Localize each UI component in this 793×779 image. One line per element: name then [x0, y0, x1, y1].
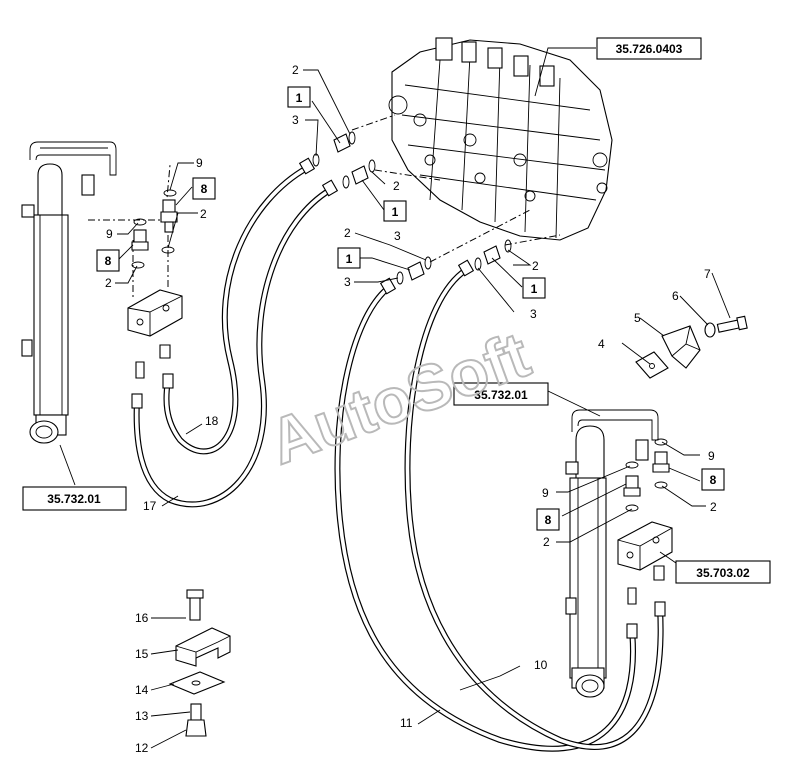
- svg-text:6: 6: [672, 289, 679, 303]
- svg-text:1: 1: [346, 252, 353, 266]
- callout-box-8d: 8: [536, 508, 560, 531]
- svg-text:1: 1: [296, 91, 303, 105]
- svg-text:35.732.01: 35.732.01: [47, 492, 101, 506]
- svg-text:13: 13: [135, 709, 149, 723]
- control-valve: [388, 37, 613, 241]
- svg-text:14: 14: [135, 683, 149, 697]
- callout-numbers: 2 3 2 2 3 3 2 3 9 2 9 2 4 5 6 7 9 2 9 2 …: [105, 63, 717, 755]
- ref-box-cylinder-right[interactable]: 35.732.01: [453, 382, 549, 406]
- svg-text:5: 5: [634, 311, 641, 325]
- callout-box-8b: 8: [96, 249, 120, 272]
- svg-text:2: 2: [543, 535, 550, 549]
- svg-text:8: 8: [105, 254, 112, 268]
- left-cylinder: [21, 141, 117, 444]
- callout-box-8c: 8: [701, 468, 725, 491]
- svg-text:2: 2: [200, 207, 207, 221]
- clamp-parts-lower: [168, 589, 231, 737]
- callout-box-1a: 1: [287, 86, 311, 108]
- right-fittings: [623, 438, 670, 512]
- svg-text:35.703.02: 35.703.02: [696, 566, 750, 580]
- svg-text:4: 4: [598, 337, 605, 351]
- svg-text:9: 9: [542, 486, 549, 500]
- svg-text:1: 1: [392, 205, 399, 219]
- svg-text:17: 17: [143, 499, 157, 513]
- svg-text:3: 3: [394, 229, 401, 243]
- svg-text:2: 2: [393, 179, 400, 193]
- valve-fittings: [312, 131, 512, 285]
- callout-box-1d: 1: [522, 277, 546, 299]
- svg-text:2: 2: [710, 500, 717, 514]
- svg-text:2: 2: [105, 276, 112, 290]
- svg-text:8: 8: [545, 513, 552, 527]
- svg-text:15: 15: [135, 647, 149, 661]
- left-fittings: [127, 189, 183, 379]
- hoses: [131, 157, 666, 752]
- svg-text:9: 9: [196, 156, 203, 170]
- svg-text:3: 3: [530, 307, 537, 321]
- svg-text:16: 16: [135, 611, 149, 625]
- svg-text:12: 12: [135, 741, 149, 755]
- svg-text:2: 2: [532, 259, 539, 273]
- svg-text:11: 11: [400, 716, 413, 730]
- svg-text:35.726.0403: 35.726.0403: [616, 42, 683, 56]
- callout-box-1c: 1: [337, 247, 361, 269]
- svg-text:7: 7: [704, 267, 711, 281]
- ref-box-block[interactable]: 35.703.02: [675, 560, 771, 584]
- ref-box-cylinder-left[interactable]: 35.732.01: [22, 486, 127, 511]
- svg-text:35.732.01: 35.732.01: [474, 388, 528, 402]
- svg-text:2: 2: [344, 226, 351, 240]
- clamp-parts-upper: [635, 315, 748, 379]
- ref-box-valve[interactable]: 35.726.0403: [596, 37, 702, 60]
- svg-text:10: 10: [534, 658, 548, 672]
- watermark: AutoSoft: [260, 318, 538, 478]
- right-cylinder: [565, 409, 673, 698]
- svg-text:3: 3: [292, 113, 299, 127]
- svg-text:8: 8: [201, 182, 208, 196]
- svg-text:1: 1: [531, 282, 538, 296]
- svg-text:9: 9: [708, 449, 715, 463]
- svg-text:18: 18: [205, 414, 219, 428]
- leader-lines: [59, 47, 731, 749]
- callout-box-1b: 1: [383, 200, 407, 222]
- callout-box-8a: 8: [192, 177, 216, 200]
- svg-text:2: 2: [292, 63, 299, 77]
- svg-text:3: 3: [344, 275, 351, 289]
- svg-text:8: 8: [710, 473, 717, 487]
- svg-text:9: 9: [106, 227, 113, 241]
